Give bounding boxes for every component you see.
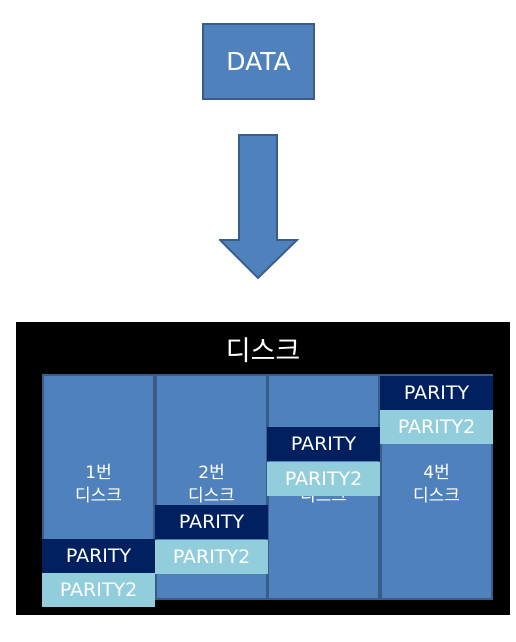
disk-3-parity-block: PARITY [267,427,380,461]
disk-1-parity2-block: PARITY2 [42,573,155,607]
disk-1-number: 1번 [85,463,112,483]
disk-2-number: 2번 [198,463,225,483]
disk-3-parity2-block: PARITY2 [267,462,380,496]
disk-4-label: 4번 디스크 [380,462,493,508]
panel-title-text: 디스크 [225,335,301,367]
disk-4-number: 4번 [423,463,450,483]
disk-4-parity-block: PARITY [380,376,493,410]
disk-1-name: 디스크 [75,486,122,506]
disk-1-label: 1번 디스크 [42,462,155,508]
disk-4-parity2-block: PARITY2 [380,410,493,444]
disk-2-parity-block: PARITY [155,505,268,539]
data-box: DATA [202,23,315,100]
panel-title: 디스크 [16,326,510,370]
data-box-label: DATA [226,47,291,76]
disk-4-name: 디스크 [413,486,460,506]
disk-2-parity2-block: PARITY2 [155,540,268,574]
disk-2-label: 2번 디스크 [155,462,268,508]
disk-1-parity-block: PARITY [42,539,155,573]
disk-2-name: 디스크 [188,486,235,506]
down-arrow-icon [219,134,299,280]
